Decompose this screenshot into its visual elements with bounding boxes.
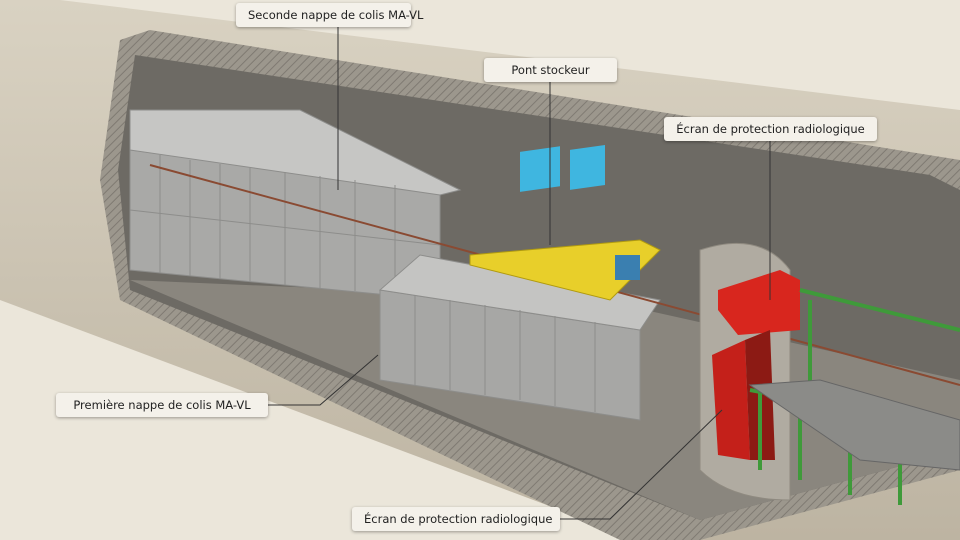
leader-lines bbox=[268, 27, 771, 520]
second-layer-grid bbox=[129, 155, 441, 295]
first-layer-top bbox=[378, 254, 661, 331]
label-radiation-screen-top: Écran de protection radiologique bbox=[664, 117, 877, 141]
label-stacker-crane: Pont stockeur bbox=[484, 58, 617, 82]
conveyor-plates bbox=[748, 379, 960, 471]
radiation-screen-top bbox=[718, 270, 800, 335]
label-radiation-screen-bottom: Écran de protection radiologique bbox=[352, 507, 560, 531]
label-second-layer: Seconde nappe de colis MA-VL bbox=[236, 3, 423, 27]
label-first-layer: Première nappe de colis MA-VL bbox=[56, 393, 268, 417]
first-layer-grid bbox=[414, 295, 596, 412]
stacker-crane bbox=[469, 144, 661, 301]
